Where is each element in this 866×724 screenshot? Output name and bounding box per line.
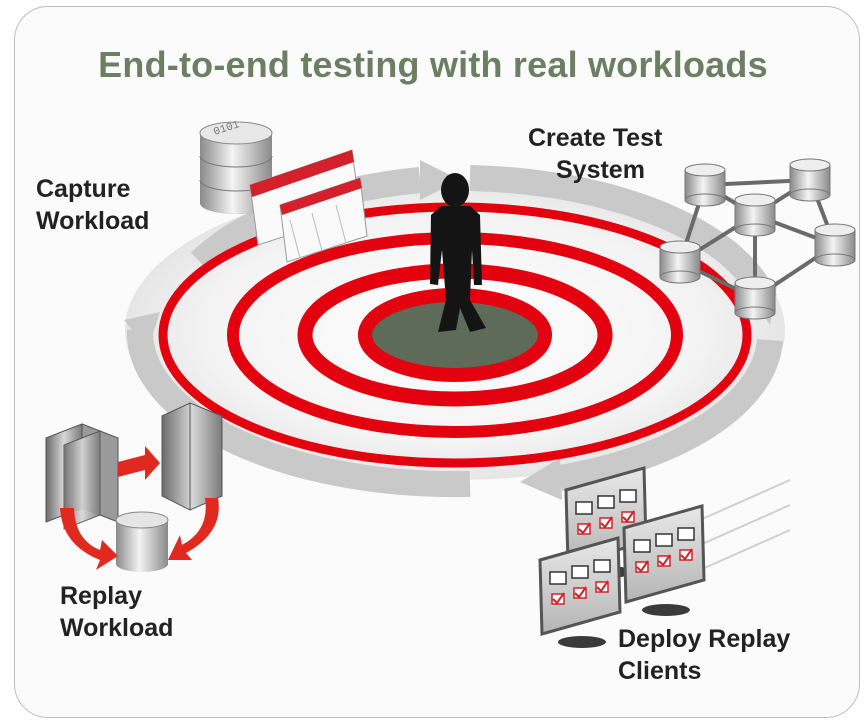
database-icon [115, 511, 169, 572]
cycle-arrowhead-4 [124, 312, 160, 350]
monitor-icon [622, 504, 706, 616]
network-database-node-icon [814, 223, 856, 267]
replay-arrows-icon [60, 446, 219, 570]
create-label-line1: Create Test [528, 124, 663, 152]
cycle-arrowhead-1 [420, 160, 460, 200]
deploy-label-line1: Deploy Replay [618, 625, 790, 653]
capture-label-line2: Workload [36, 207, 149, 235]
replay-label-line1: Replay [60, 582, 142, 610]
deploy-label-line2: Clients [618, 657, 701, 685]
replay-label-line2: Workload [60, 614, 173, 642]
server-rack-icon [45, 423, 119, 530]
cycle-arc-bottom-left [126, 329, 471, 498]
create-label-line2: System [556, 156, 645, 184]
slide-title: End-to-end testing with real workloads [98, 44, 768, 85]
network-nodes [659, 158, 856, 320]
network-database-node-icon [734, 276, 776, 320]
network-database-node-icon [684, 163, 726, 207]
person-silhouette-icon [430, 173, 486, 332]
cycle-ring [126, 165, 783, 498]
server-icon [161, 402, 223, 511]
network-database-node-icon [789, 158, 831, 202]
monitor-icon [538, 536, 622, 648]
cycle-arrowhead-3 [520, 458, 562, 500]
network-database-node-icon [734, 193, 776, 237]
workload-windows-icon [249, 149, 368, 263]
capture-label-line1: Capture [36, 175, 131, 203]
cycle-arc-top-right [469, 165, 778, 306]
step-labels: Capture Workload Create Test System Repl… [36, 124, 790, 685]
cycle-arc-bottom-right [557, 338, 783, 491]
replay-workload-icon [45, 402, 223, 572]
network-database-node-icon [659, 240, 701, 284]
replay-client-monitors-icon [538, 466, 791, 648]
capture-workload-icon: 0101 [199, 119, 368, 263]
